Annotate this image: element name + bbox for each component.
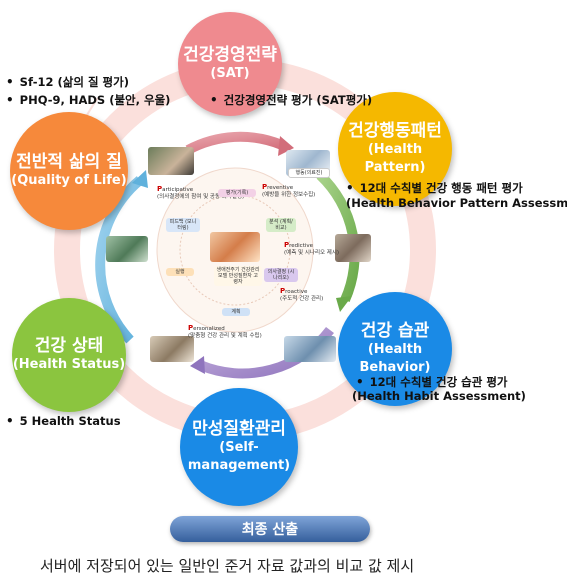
node-eval: 평가(기록) [218,189,256,197]
node-core: 생애전주기 건강관리 모델 만성질환자 고령자 [214,266,262,286]
circle-sat-title: 건강경영전략 [183,45,277,65]
node-behavior: 행동(의료진) [288,168,330,178]
note-sat: •건강경영전략 평가 (SAT평가) [210,93,373,107]
photo-center [210,232,260,262]
arrow-top-head [278,136,294,156]
circle-status: 건강 상태 (Health Status) [12,298,126,412]
note-habit-2: (Health Habit Assessment) [352,389,526,403]
note-qol-1: •Sf-12 (삶의 질 평가) [6,75,129,89]
photo-right [335,234,371,262]
circle-qol: 전반적 삶의 질 (Quality of Life) [10,112,128,230]
photo-bottom-right [284,336,336,362]
circle-habit-sub: (Health Behavior) [359,342,431,375]
circle-sat: 건강경영전략 (SAT) [178,12,282,116]
circle-status-title: 건강 상태 [34,336,104,356]
circle-pattern-title: 건강행동패턴 [348,121,442,141]
footer-text: 서버에 저장되어 있는 일반인 준거 자료 값과의 비교 값 제시 [40,557,415,575]
arrow-right-head [336,296,352,312]
node-analysis: 분석 (계획/비교) [266,218,296,232]
circle-pattern-sub: (Health Pattern) [364,142,426,175]
predictive-label: Predictive (예측 및 시나리오 제시) [284,241,340,257]
arrow-left-head [132,170,148,188]
note-habit-1: •12대 수칙별 건강 습관 평가 [356,375,508,389]
circle-pattern: 건강행동패턴 (Health Pattern) [338,92,452,206]
note-pattern-1: •12대 수칙별 건강 행동 패턴 평가 [346,181,523,195]
arrow-bottom-head [190,356,205,374]
preventive-label: Preventive (예방을 위한 정보수집) [262,183,316,199]
arrow-right [316,171,360,303]
node-feedback: 피드백 (모니터링) [166,218,200,232]
circle-qol-title: 전반적 삶의 질 [16,152,122,172]
node-decision: 의사결정 (시나리오) [264,268,298,282]
photo-bottom-left [150,336,194,362]
personalized-label: Personalized (맞춤형 건강 관리 및 계획 수립) [188,324,262,340]
arrow-left [95,176,144,344]
node-plan: 계획 [222,308,250,316]
circle-status-sub: (Health Status) [12,357,126,372]
circle-qol-sub: (Quality of Life) [11,173,127,188]
center-inner-ring [179,194,291,306]
circle-self-sub: (Self-management) [187,440,291,473]
note-pattern-2: (Health Behavior Pattern Assessment) [346,196,567,210]
proactive-label: Proactive (주도적 건강 관리) [280,287,324,303]
node-execute: 실행 [166,268,194,276]
circle-self: 만성질환관리 (Self-management) [180,388,298,506]
circle-habit-title: 건강 습관 [360,321,430,341]
note-qol-2: •PHQ-9, HADS (불안, 우울) [6,93,171,107]
photo-left [106,236,148,262]
circle-habit: 건강 습관 (Health Behavior) [338,292,452,406]
participative-label: Participative (의사결정에의 참여 및 공동 의사결정) [157,185,245,201]
photo-top-left [148,147,194,175]
final-output-banner: 최종 산출 [170,516,370,542]
circle-sat-sub: (SAT) [210,66,250,81]
arrow-top [185,131,284,155]
note-status: •5 Health Status [6,414,121,428]
circle-self-title: 만성질환관리 [192,419,286,439]
